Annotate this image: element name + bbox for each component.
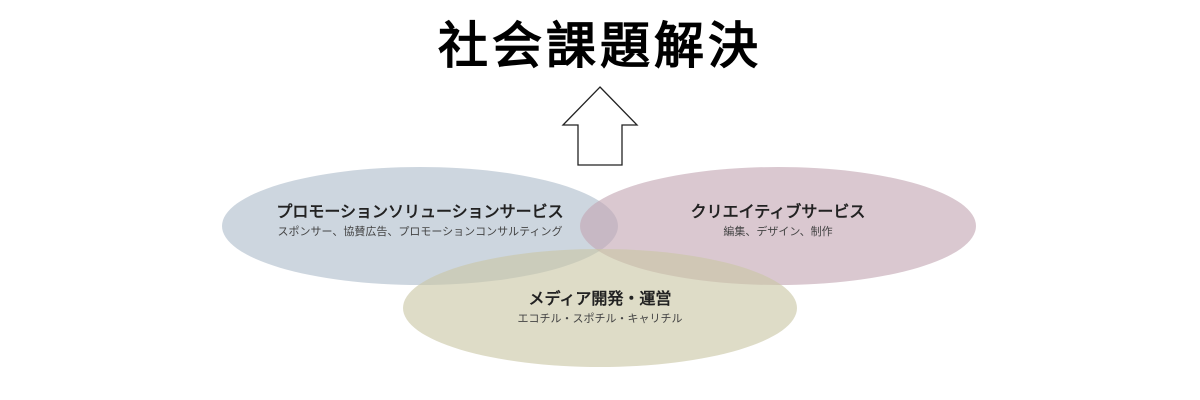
creative-service-desc: 編集、デザイン、制作: [723, 225, 833, 238]
creative-label-group: クリエイティブサービス 編集、デザイン、制作: [580, 201, 976, 241]
up-arrow-icon: [561, 86, 639, 166]
promo-label-group: プロモーションソリューションサービス スポンサー、協賛広告、プロモーションコンサ…: [222, 201, 618, 241]
media-service-desc: エコチル・スポチル・キャリチル: [517, 312, 683, 325]
page-title: 社会課題解決: [438, 17, 762, 75]
creative-service-name: クリエイティブサービス: [690, 202, 866, 221]
promo-service-name: プロモーションソリューションサービス: [276, 202, 564, 221]
promo-service-desc: スポンサー、協賛広告、プロモーションコンサルティング: [277, 225, 563, 238]
media-service-name: メディア開発・運営: [528, 289, 672, 308]
media-label-group: メディア開発・運営 エコチル・スポチル・キャリチル: [403, 288, 797, 328]
media-ellipse: [403, 249, 797, 367]
